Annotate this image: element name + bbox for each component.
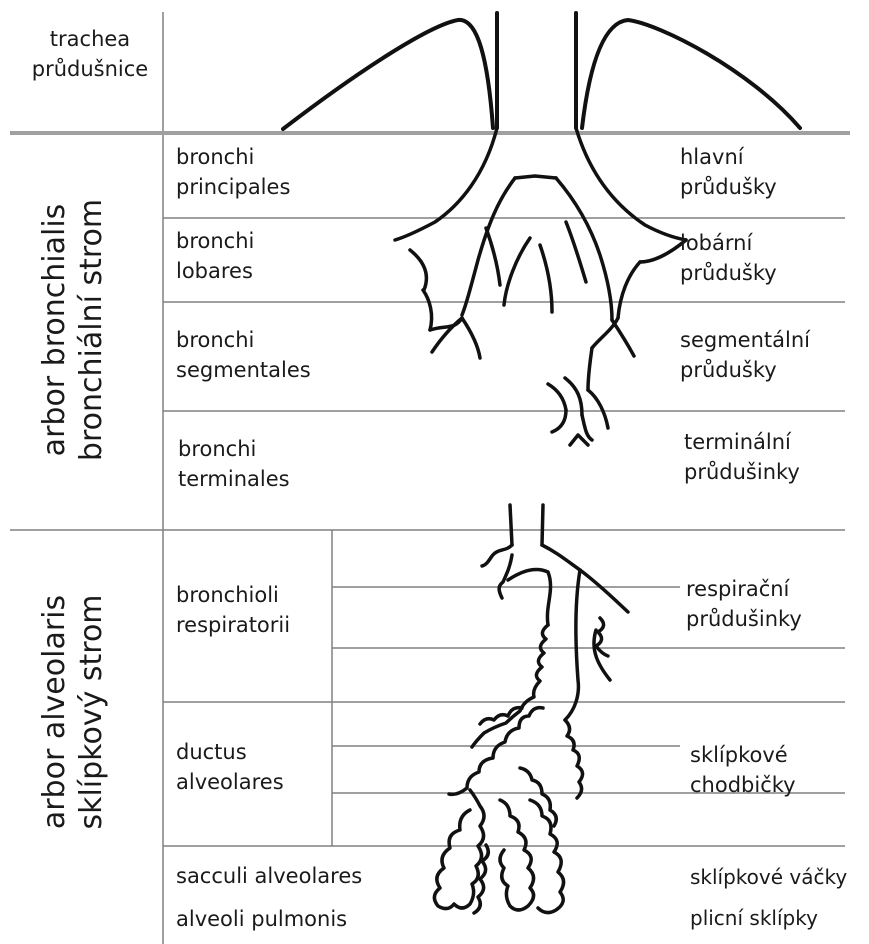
- level-latin-line: bronchi: [176, 325, 311, 355]
- level-czech-line: terminální: [684, 427, 800, 457]
- level-latin-line: bronchi: [176, 142, 290, 172]
- level-czech-line: hlavní: [680, 142, 777, 172]
- segmental-right-3: [588, 348, 592, 390]
- level-latin-line: bronchioli: [176, 580, 290, 610]
- alveolar-lobules-outer-right: [596, 618, 608, 656]
- segmental-left-2: [432, 318, 462, 352]
- lobar-right-2: [618, 262, 640, 318]
- lobar-left-2: [423, 290, 432, 330]
- level-latin-line: alveolares: [176, 767, 284, 797]
- level-latin-line: alveoli pulmonis: [176, 898, 362, 941]
- main-bronchus-left: [395, 128, 497, 240]
- level-czech-line: segmentální: [680, 325, 810, 355]
- level-latin-segmentales: bronchi segmentales: [176, 325, 311, 386]
- level-czech-line: průdušky: [680, 172, 777, 202]
- level-czech-segmentalni: segmentální průdušky: [680, 325, 810, 386]
- main-bronchus-right: [576, 128, 686, 240]
- level-czech-vacky: sklípkové váčky plicní sklípky: [690, 857, 847, 939]
- respiratory-bronchiole-left-stem: [499, 555, 512, 598]
- level-latin-line: principales: [176, 172, 290, 202]
- alveolar-tree-czech: sklípkový strom: [74, 532, 111, 892]
- section-label-alveolar-tree: arbor alveolaris sklípkový strom: [37, 532, 117, 892]
- alveolar-sac-1: [434, 790, 484, 909]
- carina: [515, 176, 556, 178]
- alveolar-duct-wavy-1: [565, 720, 583, 798]
- level-czech-line: lobární: [680, 228, 777, 258]
- alveolar-tree-latin: arbor alveolaris: [37, 532, 74, 892]
- level-czech-line: průdušky: [680, 355, 810, 385]
- trachea-latin: trachea: [20, 24, 160, 54]
- level-czech-line: průdušinky: [686, 604, 802, 634]
- level-czech-terminalni: terminální průdušinky: [684, 427, 800, 488]
- lobar-left-1: [410, 250, 426, 290]
- level-latin-line: sacculi alveolares: [176, 855, 362, 898]
- trachea-czech: průdušnice: [20, 54, 160, 84]
- level-latin-line: bronchi: [176, 226, 254, 256]
- level-czech-line: chodbičky: [690, 770, 796, 800]
- level-czech-line: sklípkové váčky: [690, 857, 847, 898]
- terminal-right-fork-a: [552, 410, 566, 432]
- bronchial-tree-latin: arbor bronchialis: [37, 150, 74, 510]
- segmental-right-6: [548, 384, 566, 410]
- level-latin-ductus: ductus alveolares: [176, 737, 284, 798]
- level-czech-hlavni: hlavní průdušky: [680, 142, 777, 203]
- trachea-label: trachea průdušnice: [20, 24, 160, 85]
- lobar-inner-left-a: [486, 228, 500, 285]
- terminal-right-fork-b: [582, 415, 592, 440]
- level-czech-line: plicní sklípky: [690, 898, 847, 939]
- section-label-bronchial-tree: arbor bronchialis bronchiální strom: [37, 150, 117, 510]
- alveolar-lobules-right: [565, 570, 580, 720]
- alveolar-sac-2: [500, 800, 534, 910]
- bronchial-tree-czech: bronchiální strom: [74, 150, 111, 510]
- level-latin-sacculi: sacculi alveolares alveoli pulmonis: [176, 855, 362, 941]
- lobar-inner-left-b: [504, 238, 530, 305]
- terminal-right-v: [570, 435, 588, 445]
- alveolar-duct-wavy-4: [520, 768, 556, 826]
- bronchus-inner-right: [556, 178, 612, 320]
- segmental-right-4: [588, 390, 608, 428]
- level-latin-line: lobares: [176, 256, 254, 286]
- respiratory-bronchiole-center: [508, 570, 551, 625]
- segmental-right-2: [612, 320, 634, 356]
- level-czech-line: průdušinky: [684, 457, 800, 487]
- respiratory-bronchiole-right: [542, 545, 628, 612]
- level-latin-line: terminales: [178, 464, 290, 494]
- segmental-left-1: [462, 318, 480, 358]
- level-latin-line: bronchi: [178, 434, 290, 464]
- terminal-bronchiole-right: [542, 505, 543, 545]
- level-latin-line: segmentales: [176, 355, 311, 385]
- level-czech-line: respirační: [686, 574, 802, 604]
- lobar-inner-right-a: [566, 222, 586, 282]
- lung-apex-left: [283, 20, 493, 129]
- level-latin-line: respiratorii: [176, 610, 290, 640]
- level-latin-respiratorii: bronchioli respiratorii: [176, 580, 290, 641]
- level-latin-line: ductus: [176, 737, 284, 767]
- level-czech-lobarni: lobární průdušky: [680, 228, 777, 289]
- level-czech-line: sklípkové: [690, 740, 796, 770]
- level-latin-lobares: bronchi lobares: [176, 226, 254, 287]
- level-czech-line: průdušky: [680, 258, 777, 288]
- lung-apex-right: [582, 20, 800, 128]
- level-latin-terminales: bronchi terminales: [178, 434, 290, 495]
- level-latin-principales: bronchi principales: [176, 142, 290, 203]
- alveolar-lobules-left: [472, 625, 548, 747]
- respiratory-bronchiole-left-branch: [482, 545, 512, 566]
- terminal-bronchiole-left: [510, 505, 512, 545]
- level-czech-respiracni: respirační průdušinky: [686, 574, 802, 635]
- alveolar-duct-wavy-2: [449, 708, 543, 795]
- level-czech-chodbicky: sklípkové chodbičky: [690, 740, 796, 801]
